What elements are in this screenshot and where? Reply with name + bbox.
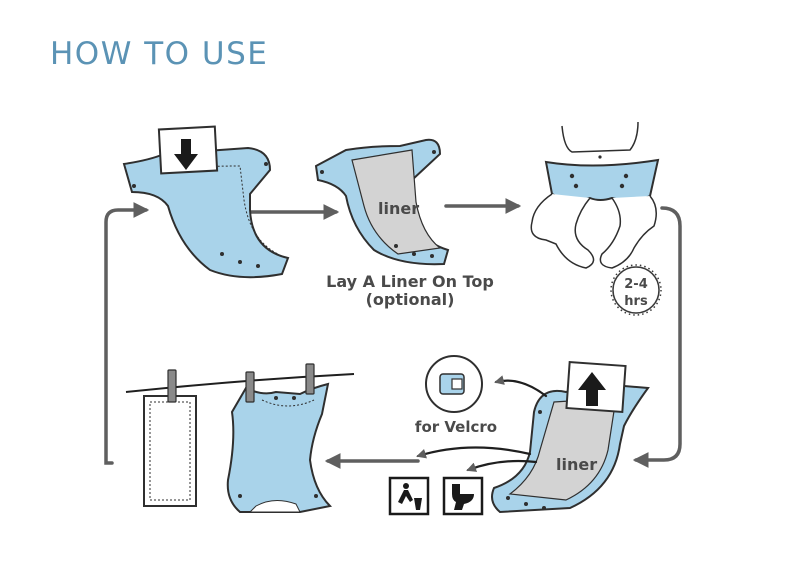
liner-caption-line-1: Lay A Liner On Top [326,272,494,291]
velcro-label: for Velcro [415,418,497,436]
diaper-worn [544,158,660,202]
pull-arrow-icon [578,372,606,406]
step3-baby-wearing [530,121,660,269]
step5-drying [125,363,355,513]
arrow-step5-to-step1 [104,202,150,465]
trash-icon [388,476,430,516]
step1-diaper-insert [122,125,290,279]
disposal-arrows [416,375,548,472]
step2-diaper-liner: liner [314,138,450,266]
clock-icon: 2-4 hrs [610,264,662,316]
page-title: HOW TO USE [50,36,269,72]
hanging-diaper [226,382,333,513]
liner-sheet [508,397,617,501]
liner-label: liner [556,455,597,474]
cycle-arrows [104,198,682,469]
toilet-icon [442,476,484,516]
liner-caption-line-2: (optional) [366,290,455,309]
clothespin-icon [167,363,315,403]
liner-label: liner [378,199,419,218]
liner-sheet [351,149,442,255]
baby-left-leg [530,193,595,269]
velcro-tab-icon [425,355,483,413]
insert-arrow-icon [174,139,198,170]
diaper-shell [122,146,290,279]
step4-diaper-remove: liner [491,361,650,514]
timer-unit: hrs [624,294,648,309]
clothesline [125,373,355,393]
hanging-insert [143,395,197,507]
arrow-step3-to-step4 [632,206,682,468]
baby-right-leg [599,195,657,269]
baby-torso [561,121,639,153]
timer-value: 2-4 [624,277,648,292]
